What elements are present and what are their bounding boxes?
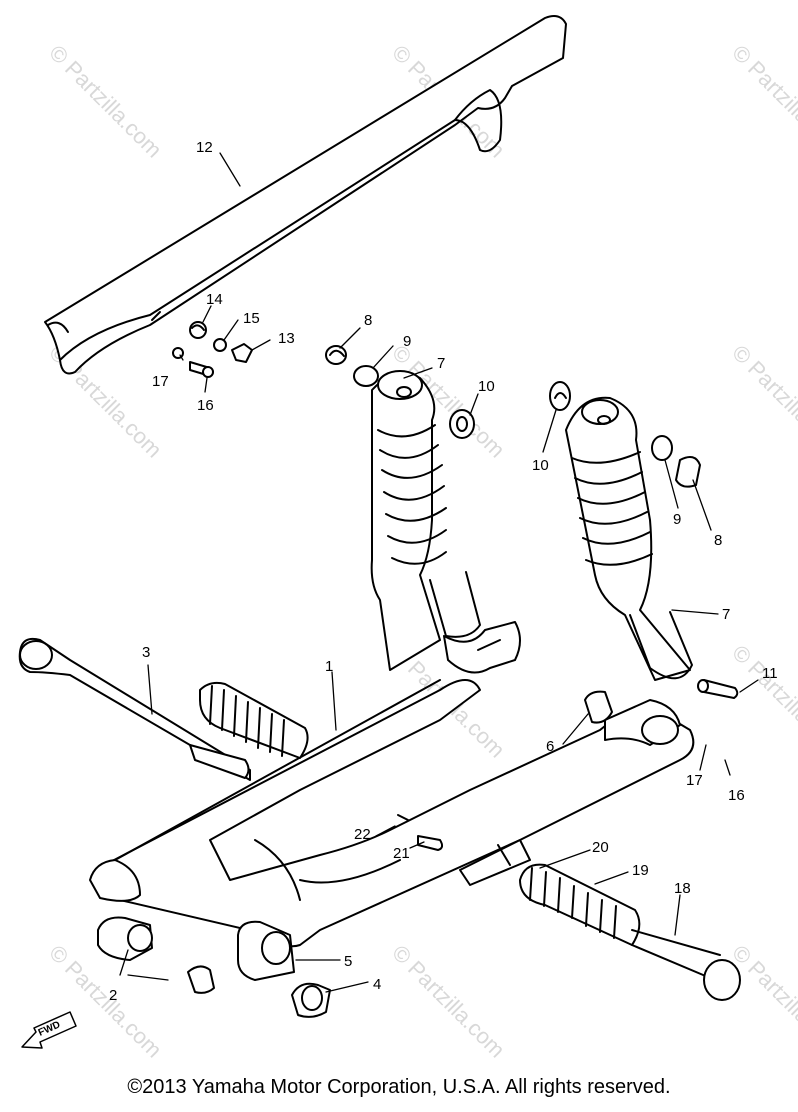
callout-19: 19: [632, 862, 649, 879]
callout-5: 5: [344, 953, 352, 970]
left-shock-absorber: [325, 345, 521, 674]
swing-arm: [89, 679, 695, 981]
callout-1: 1: [325, 658, 333, 675]
collar-and-pins: [397, 690, 613, 851]
callout-4: 4: [373, 976, 381, 993]
chain-case: [44, 15, 567, 375]
fwd-direction-marker: FWD: [21, 1011, 77, 1049]
callout-13: 13: [278, 330, 295, 347]
chain-case-hardware: [172, 321, 253, 378]
callout-14: 14: [206, 291, 223, 308]
callout-18: 18: [674, 880, 691, 897]
callout-10-right: 10: [532, 457, 549, 474]
callout-6: 6: [546, 738, 554, 755]
callout-16-right: 16: [728, 787, 745, 804]
callout-numbers: 12 14 15 13 17 16 8 9 7 10 10 9 8 7 11 3…: [109, 139, 778, 1004]
callout-10: 10: [478, 378, 495, 395]
callout-7-right: 7: [722, 606, 730, 623]
pivot-shaft: [18, 637, 251, 781]
left-footrest-rubber: [199, 681, 309, 759]
callout-9: 9: [403, 333, 411, 350]
callout-11: 11: [762, 665, 778, 682]
right-shock-absorber: [549, 381, 739, 699]
pivot-bushings: [97, 916, 331, 1018]
callout-21: 21: [393, 845, 410, 862]
callout-12: 12: [196, 139, 213, 156]
copyright-notice: ©2013 Yamaha Motor Corporation, U.S.A. A…: [127, 1076, 671, 1098]
callout-20: 20: [592, 839, 609, 856]
callout-17-right: 17: [686, 772, 703, 789]
callout-7: 7: [437, 355, 445, 372]
callout-16: 16: [197, 397, 214, 414]
callout-17: 17: [152, 373, 169, 390]
callout-2: 2: [109, 987, 117, 1004]
callout-22: 22: [354, 826, 371, 843]
callout-8: 8: [364, 312, 372, 329]
callout-8-right: 8: [714, 532, 722, 549]
right-footrest: [519, 863, 741, 1001]
callout-15: 15: [243, 310, 260, 327]
callout-9-right: 9: [673, 511, 681, 528]
leader-lines: [119, 152, 759, 993]
callout-3: 3: [142, 644, 150, 661]
